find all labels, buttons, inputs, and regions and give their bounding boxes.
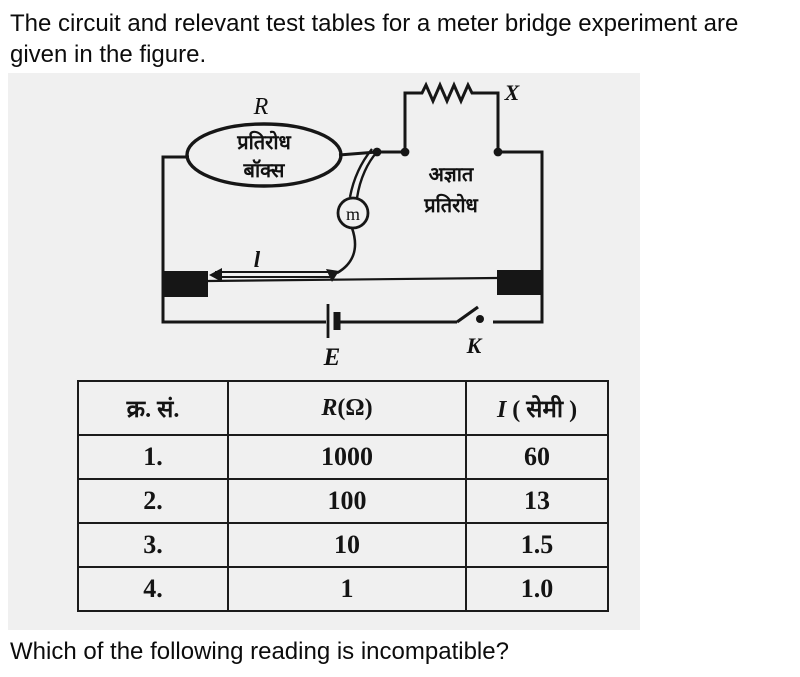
header-resistance-symbol: R xyxy=(321,394,338,421)
wire-left xyxy=(161,155,326,324)
jockey-wire xyxy=(348,148,373,198)
junction-dot xyxy=(400,147,410,157)
table-row: 3. 10 1.5 xyxy=(77,522,609,568)
header-length: I ( सेमी ) xyxy=(465,380,609,436)
header-resistance-unit: (Ω) xyxy=(337,394,373,421)
galvanometer-to-wire xyxy=(336,227,357,275)
cell-length: 1.5 xyxy=(465,522,609,568)
junction-dot xyxy=(493,147,503,157)
cell-resistance: 1000 xyxy=(227,434,467,480)
cell-length: 1.0 xyxy=(465,566,609,612)
cell-serial: 4. xyxy=(77,566,229,612)
header-length-symbol: I xyxy=(496,396,507,423)
cell-resistance: 1 xyxy=(227,566,467,612)
bridge-wire xyxy=(207,276,498,283)
cell-serial: 2. xyxy=(77,478,229,524)
cell-resistance: 10 xyxy=(227,522,467,568)
question-text: Which of the following reading is incomp… xyxy=(10,638,509,665)
unknown-resistor-loop xyxy=(403,81,500,152)
cell-length: 60 xyxy=(465,434,609,480)
resistance-box-symbol: R xyxy=(253,94,269,120)
table-row: 1. 1000 60 xyxy=(77,434,609,480)
question-intro: The circuit and relevant test tables for… xyxy=(10,8,798,70)
header-resistance: R(Ω) xyxy=(227,380,467,436)
header-length-unit: ( सेमी ) xyxy=(512,396,578,423)
wire-right xyxy=(493,150,544,324)
length-arrowhead xyxy=(209,268,222,282)
key-contact-dot xyxy=(476,315,484,323)
key-symbol: K xyxy=(466,333,483,358)
header-serial: क्र. सं. xyxy=(77,380,229,436)
table-row: 2. 100 13 xyxy=(77,478,609,524)
table-header-row: क्र. सं. R(Ω) I ( सेमी ) xyxy=(77,380,609,436)
cell-serial: 3. xyxy=(77,522,229,568)
terminal-block-right xyxy=(497,270,543,295)
circuit-diagram: प्रतिरोध बॉक्स R X अज्ञात प्रतिरोध m xyxy=(161,80,544,371)
resistance-box-label-line2: बॉक्स xyxy=(243,159,286,182)
battery-symbol: E xyxy=(323,344,341,371)
unknown-resistance-label-line1: अज्ञात xyxy=(429,164,475,186)
wire-box-to-junction xyxy=(338,150,405,157)
intro-line-1: The circuit and relevant test tables for… xyxy=(10,10,739,37)
cell-length: 13 xyxy=(465,478,609,524)
intro-line-2: given in the figure. xyxy=(10,41,207,68)
resistance-box-label-line1: प्रतिरोध xyxy=(236,130,291,154)
table-row: 4. 1 1.0 xyxy=(77,566,609,612)
meter-bridge-figure: प्रतिरोध बॉक्स R X अज्ञात प्रतिरोध m xyxy=(8,73,640,630)
resistance-box-oval xyxy=(185,122,343,188)
cell-serial: 1. xyxy=(77,434,229,480)
galvanometer-symbol: m xyxy=(346,204,360,224)
key-blade xyxy=(456,305,479,324)
readings-table: क्र. सं. R(Ω) I ( सेमी ) 1. 1000 60 2. 1… xyxy=(77,380,609,612)
jockey-wire xyxy=(355,151,378,199)
terminal-block-left xyxy=(162,271,208,297)
unknown-resistance-label-line2: प्रतिरोध xyxy=(423,193,478,217)
unknown-resistance-symbol: X xyxy=(504,80,521,105)
balance-length-symbol: l xyxy=(254,247,261,272)
cell-resistance: 100 xyxy=(227,478,467,524)
